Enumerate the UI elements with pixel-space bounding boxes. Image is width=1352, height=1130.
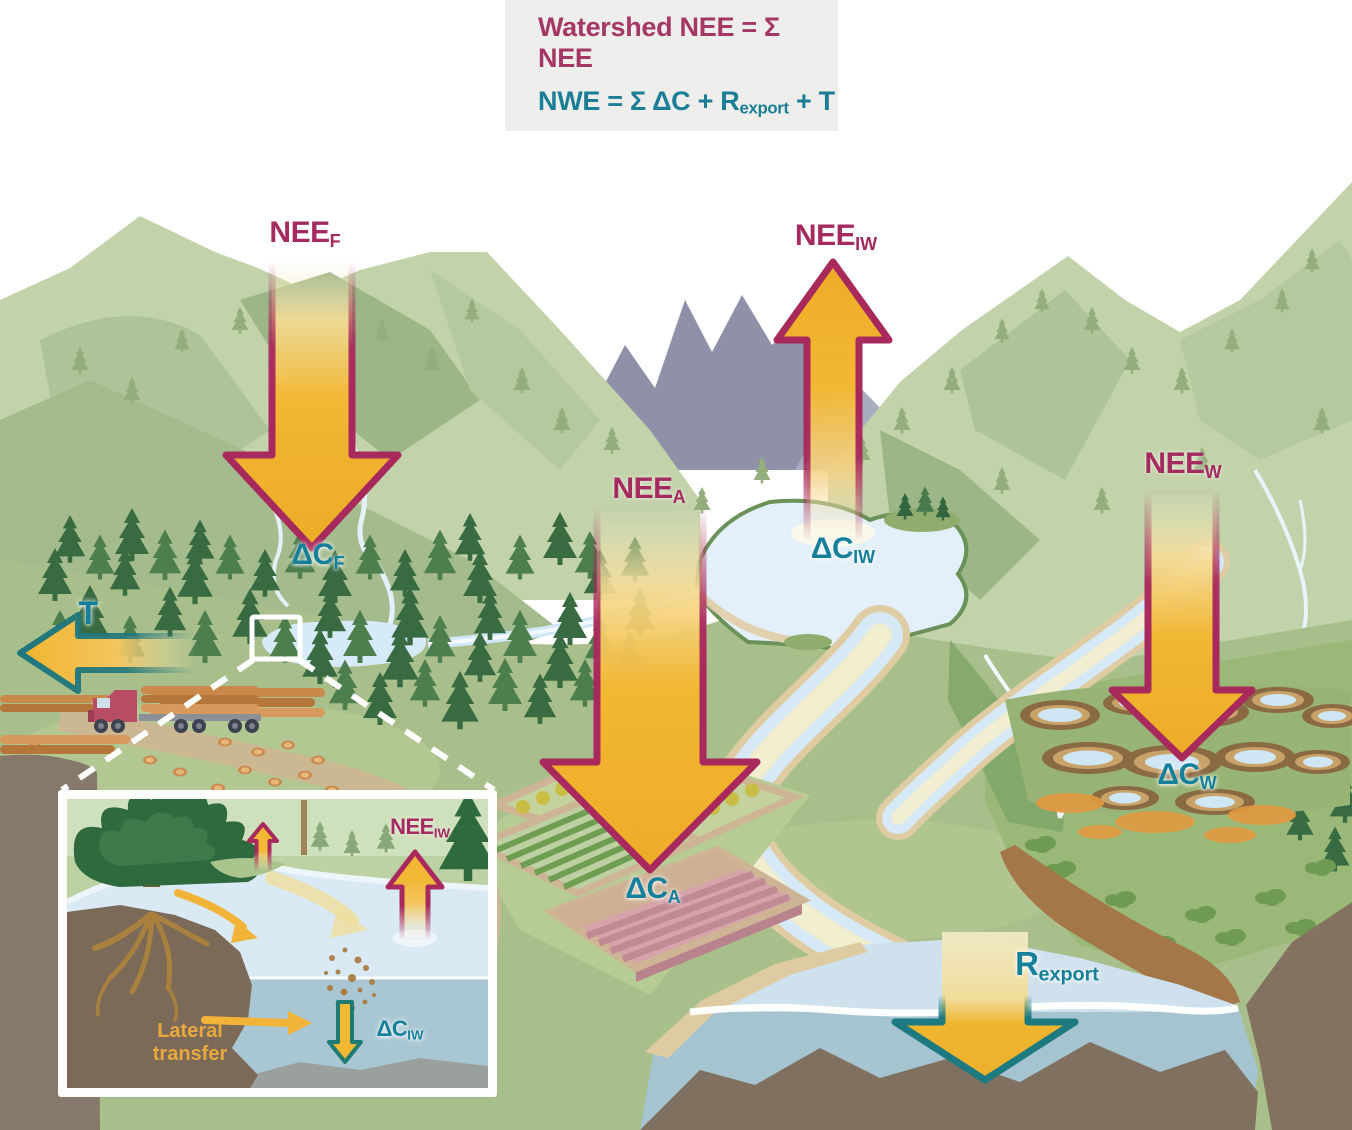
- dc-f-label: ΔCF: [291, 538, 345, 574]
- inset-nee-iw-arrow: [385, 849, 445, 943]
- zoom-source-box: [249, 614, 303, 662]
- nee-w-arrow: [1108, 486, 1256, 762]
- equation-line-1: Watershed NEE = Σ NEE: [538, 12, 780, 74]
- inset-dc-iw-arrow: [327, 1000, 363, 1064]
- inset-dc-iw-label: ΔCIW: [376, 1016, 424, 1043]
- nee-f-label: NEEF: [269, 216, 341, 252]
- dc-a-label: ΔCA: [625, 872, 681, 908]
- r-export-arrow: [891, 928, 1079, 1084]
- logging-truck: [88, 686, 261, 733]
- inset-panel: [58, 790, 497, 1097]
- farm-fields: [468, 738, 811, 995]
- t-label: T: [78, 595, 98, 631]
- inset-shore-efflux-arrow: [247, 822, 279, 874]
- equation-line-2: NWE = Σ ΔC + Rexport + T: [538, 86, 835, 118]
- nee-w-label: NEEW: [1144, 447, 1222, 483]
- t-lateral-arrow: [17, 612, 198, 694]
- dc-w-label: ΔCW: [1157, 758, 1217, 794]
- dc-iw-label: ΔCIW: [810, 532, 876, 568]
- equation-box: Watershed NEE = Σ NEE NWE = Σ ΔC + Rexpo…: [505, 0, 838, 131]
- inset-lateral-arrow: [201, 1016, 292, 1027]
- nee-iw-label: NEEIW: [794, 219, 878, 255]
- flux-arrows: [17, 258, 1256, 1084]
- nee-a-arrow: [539, 502, 761, 874]
- zoom-callout: [60, 614, 496, 793]
- nee-iw-arrow: [773, 258, 893, 546]
- nee-f-arrow: [222, 258, 402, 552]
- inset-nee-iw-label: NEEIW: [390, 814, 450, 841]
- r-export-label: Rexport: [1015, 945, 1099, 986]
- nee-a-label: NEEA: [612, 472, 686, 508]
